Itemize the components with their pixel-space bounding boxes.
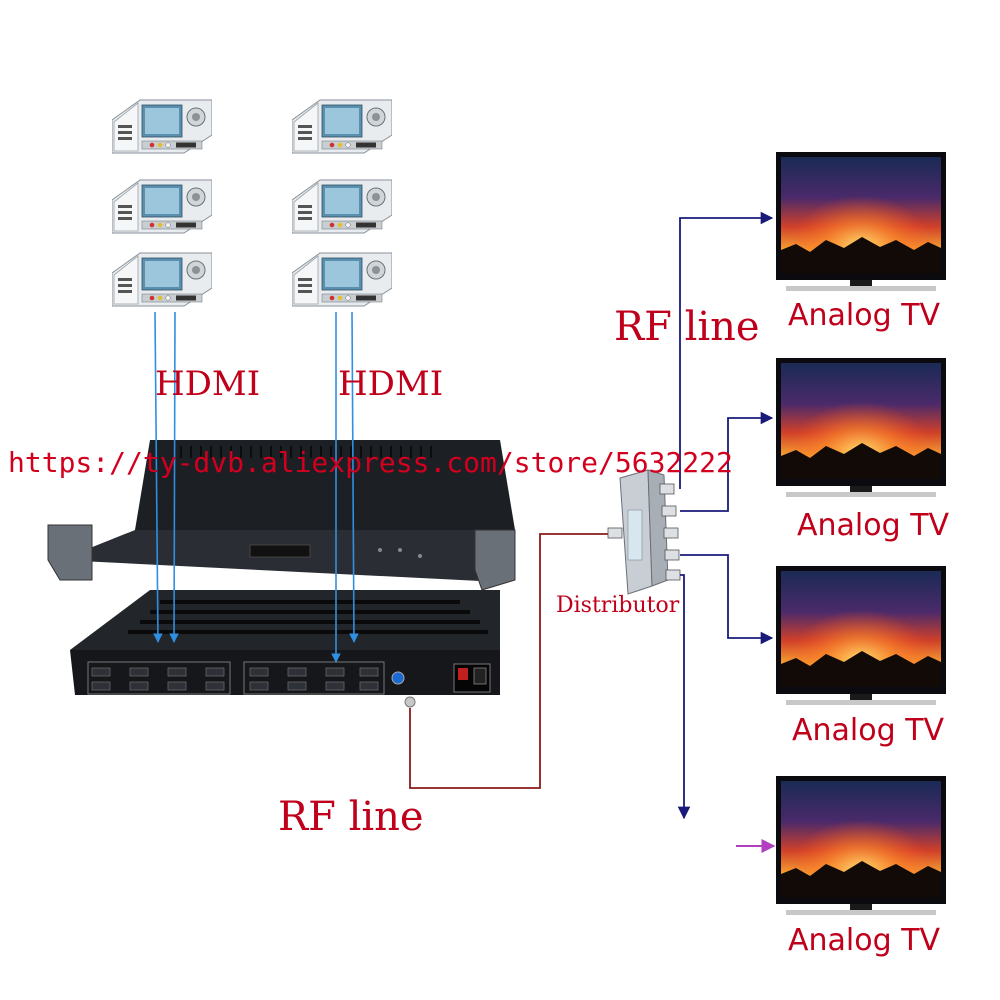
hdmi-cable (153, 311, 163, 643)
tv-label: Analog TV (792, 713, 945, 748)
rf-line-label-bottom: RF line (278, 794, 424, 840)
tv-1: Analog TV (776, 152, 946, 333)
rf-line-label-top: RF line (614, 304, 760, 350)
tv-4: Analog TV (736, 776, 946, 958)
tv-screen (776, 358, 946, 497)
rf-cable-input (409, 533, 615, 789)
rf-output-cables (677, 211, 774, 820)
tv-label: Analog TV (797, 508, 950, 543)
set-top-box (112, 252, 212, 307)
tv-screen (776, 776, 946, 915)
set-top-box (292, 99, 392, 154)
rf-cable-tv-2 (680, 411, 774, 512)
hdmi-cable (169, 311, 179, 643)
hdmi-label-right: HDMI (338, 364, 443, 404)
receiver-group-right (292, 99, 392, 307)
hdmi-label-left: HDMI (155, 364, 260, 404)
tv-label: Analog TV (788, 923, 941, 958)
encoder-rear-unit (70, 590, 500, 708)
rf-cable-tv-3 (680, 554, 774, 645)
rf-cable-tv-1 (679, 211, 774, 489)
tv-2: Analog TV (776, 358, 950, 543)
distributor-label: Distributor (556, 593, 680, 618)
tv-label: Analog TV (788, 298, 941, 333)
set-top-box (112, 179, 212, 234)
rf-cable-tv-4 (677, 574, 691, 820)
set-top-box (292, 179, 392, 234)
tv-3: Analog TV (776, 566, 946, 748)
hdmi-cables (153, 311, 359, 663)
store-watermark: https://ty-dvb.aliexpress.com/store/5632… (8, 446, 733, 479)
distributor-splitter (607, 469, 681, 595)
tv-screen (776, 566, 946, 705)
tv-screen (776, 152, 946, 291)
receiver-group-left (112, 99, 212, 307)
set-top-box (112, 99, 212, 154)
hdmi-cable (349, 311, 359, 643)
set-top-box (292, 252, 392, 307)
